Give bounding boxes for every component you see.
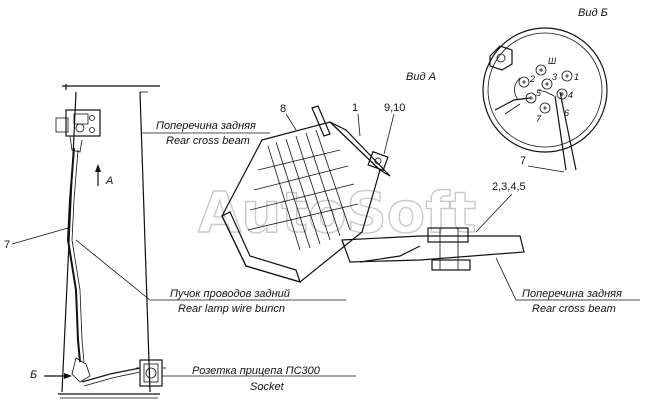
callout-7-left: 7	[4, 239, 10, 251]
terminal-mark-3: 1	[574, 72, 579, 82]
arrow-b-label: Б	[30, 369, 37, 381]
callout-2-3-4-5: 2,3,4,5	[492, 181, 526, 193]
socket-face-view-b	[482, 27, 608, 171]
label-wire-bundle-en: Rear lamp wire buncn	[178, 303, 285, 315]
beam-view-a	[341, 227, 525, 271]
frame-left	[58, 84, 160, 399]
label-rear-cross-beam-top-ru: Поперечина задняя	[156, 120, 256, 132]
terminal-mark-8: 6	[564, 108, 569, 118]
label-socket-ru: Розетка прицепа ПС300	[192, 365, 321, 377]
socket-body-view-a	[221, 105, 391, 283]
terminal-mark-5: 5	[536, 88, 542, 98]
callout-7-right: 7	[520, 155, 526, 167]
label-socket-en: Socket	[250, 381, 285, 393]
terminal-mark-1: Ш	[548, 56, 557, 66]
view-b-title: Вид Б	[578, 7, 608, 19]
view-a-title: Вид А	[406, 71, 436, 83]
trailer-socket	[71, 357, 166, 387]
callout-9-10: 9,10	[384, 102, 405, 114]
arrow-b: Б	[30, 369, 72, 381]
arrow-a-label: А	[105, 175, 113, 187]
callout-8: 8	[280, 103, 286, 115]
upper-connector	[55, 109, 101, 153]
terminal-mark-7: 7	[536, 114, 542, 124]
terminal-mark-6: 4	[568, 90, 573, 100]
label-wire-bundle-ru: Пучок проводов задний	[170, 288, 290, 300]
terminal-marks: Ш 2 1 3 5 4 7 6	[529, 56, 579, 124]
label-rear-cross-beam-right-en: Rear cross beam	[532, 303, 616, 315]
label-rear-cross-beam-right-ru: Поперечина задняя	[522, 288, 622, 300]
terminal-mark-2: 2	[529, 74, 535, 84]
wire-bundle-left	[66, 147, 85, 363]
callout-1: 1	[352, 102, 358, 114]
arrow-a: А	[95, 164, 113, 187]
terminal-mark-4: 3	[552, 72, 557, 82]
label-rear-cross-beam-top-en: Rear cross beam	[166, 135, 250, 147]
